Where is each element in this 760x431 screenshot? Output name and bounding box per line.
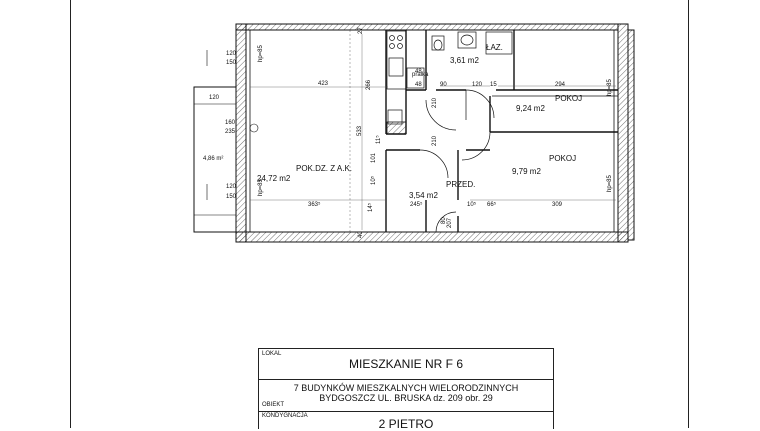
interior-walls [385, 30, 618, 232]
dim-label: 207 [447, 217, 453, 228]
room-area-hall: 3,54 m2 [409, 191, 438, 200]
floor-plan: POK.DZ. Z A.K. 24,72 m2 ŁAZ. 3,61 m2 POK… [193, 23, 635, 243]
dim-label: 309 [552, 202, 563, 208]
balcony-area: 4,86 m² [203, 156, 223, 162]
dim-label: 90 [440, 82, 447, 88]
room-name-living: POK.DZ. Z A.K. [296, 164, 352, 173]
dim-label: hp=85 [258, 44, 264, 62]
room-area-room1: 9,24 m2 [516, 104, 545, 113]
bathroom-fixtures [431, 31, 513, 55]
kondygnacja-value: 2 PIETRO [378, 417, 434, 431]
dim-label: 15 [490, 82, 497, 88]
balcony [193, 86, 237, 233]
title-row-kondygnacja: KONDYGNACJA 2 PIETRO [259, 411, 553, 431]
window-markers [206, 50, 259, 200]
dim-label: 235 [225, 129, 236, 135]
room-area-bath: 3,61 m2 [450, 56, 479, 65]
title-row-obiekt: 7 BUDYNKÓW MIESZKALNYCH WIELORODZINNYCH … [259, 379, 553, 412]
doors [419, 89, 495, 233]
obiekt-line1: 7 BUDYNKÓW MIESZKALNYCH WIELORODZINNYCH [293, 383, 519, 393]
title-row-lokal: LOKAL MIESZKANIE NR F 6 [259, 349, 553, 380]
dim-label: 160 [225, 120, 236, 126]
dim-label: 150 [226, 194, 237, 200]
dim-label: 210 [432, 135, 438, 146]
dim-label: 266 [366, 79, 372, 90]
room-area-living: 24,72 m2 [257, 174, 291, 183]
obiekt-label: OBIEKT [262, 402, 285, 408]
room-area-room2: 9,79 m2 [512, 167, 541, 176]
kitchen-fixtures [386, 30, 425, 125]
lokal-label: LOKAL [262, 351, 282, 357]
dim-label: 245⁵ [410, 201, 423, 208]
dim-label: hp=85 [607, 174, 613, 192]
dim-label: 10⁵ [370, 175, 377, 185]
dim-label: hp=85 [607, 78, 613, 96]
dim-label: 11⁵ [375, 135, 382, 144]
exterior-walls [235, 23, 635, 243]
dim-label: 40 [358, 231, 364, 238]
sheet-border-right [688, 0, 689, 428]
room-name-room1: POKOJ [555, 94, 582, 103]
dim-label: 120 [472, 82, 483, 88]
dim-label: 48 [415, 69, 422, 75]
dim-label: 101 [371, 152, 377, 163]
dim-label: pralka [412, 72, 429, 78]
dim-label: 363⁵ [308, 201, 321, 208]
lokal-value: MIESZKANIE NR F 6 [348, 357, 464, 371]
room-name-room2: POKOJ [549, 154, 576, 163]
room-name-bath: ŁAZ. [486, 43, 503, 52]
dim-label: 150 [226, 60, 237, 66]
room-name-hall: PRZED. [446, 180, 475, 189]
title-block: LOKAL MIESZKANIE NR F 6 7 BUDYNKÓW MIESZ… [258, 348, 554, 431]
dim-label: 120 [209, 95, 220, 101]
dim-label: 423 [318, 81, 329, 87]
dim-label: 27 [358, 27, 364, 34]
dim-label: 66⁵ [487, 201, 497, 208]
dim-label: 80 [441, 217, 447, 224]
dim-label: 120 [226, 51, 237, 57]
dim-label: 48 [415, 82, 422, 88]
sheet-border-left [70, 0, 71, 428]
dimension-lines [250, 34, 616, 230]
kondygnacja-label: KONDYGNACJA [262, 413, 308, 419]
dim-label: 10⁵ [467, 201, 477, 208]
obiekt-line2: BYDGOSZCZ UL. BRUSKA dz. 209 obr. 29 [319, 393, 493, 403]
dim-label: 533 [357, 125, 363, 136]
dim-label: 14⁵ [367, 202, 374, 212]
dim-label: 120 [226, 184, 237, 190]
window-marks [249, 30, 615, 232]
dim-label: 210 [432, 97, 438, 108]
dim-label: 294 [555, 82, 566, 88]
dim-label: hp=85 [258, 178, 264, 196]
